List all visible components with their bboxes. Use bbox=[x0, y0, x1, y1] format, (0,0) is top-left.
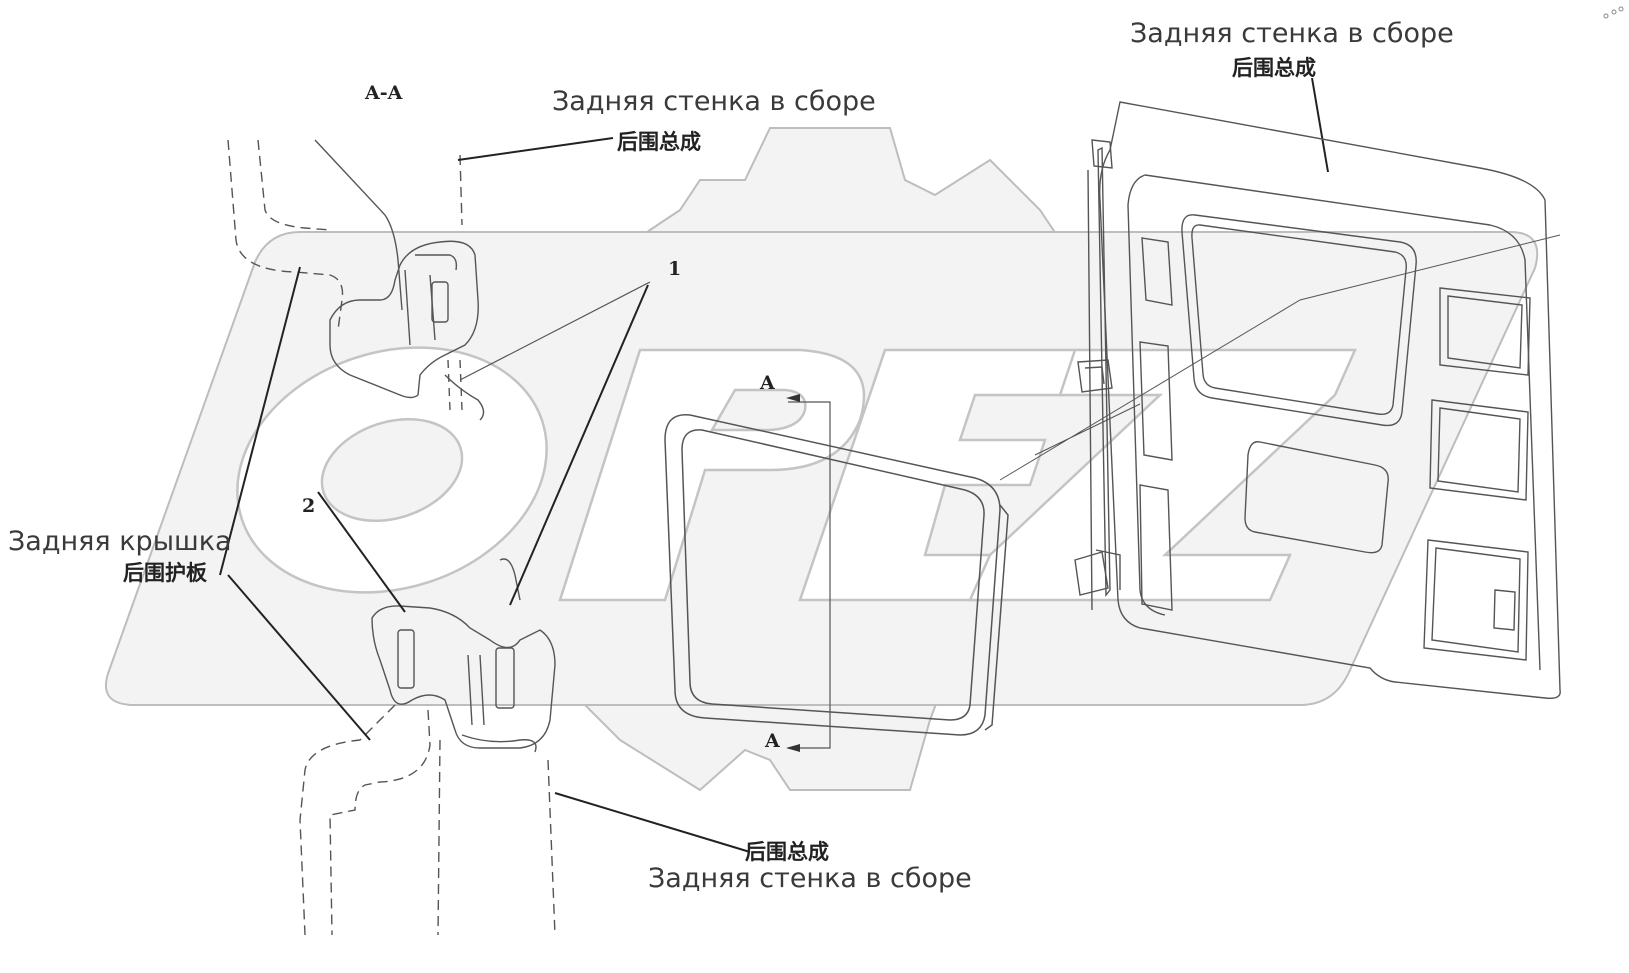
wall-flange bbox=[1087, 146, 1111, 611]
leader-lines bbox=[219, 77, 1329, 853]
upper-diagonal bbox=[314, 139, 403, 311]
corner-mark bbox=[1603, 6, 1624, 19]
column-pocket-1 bbox=[1141, 237, 1173, 306]
lower-clip-inner bbox=[461, 654, 537, 753]
lower-clip bbox=[371, 605, 556, 749]
upper-clip-lip bbox=[444, 374, 485, 421]
upper-right-edge bbox=[459, 154, 463, 226]
lower-outer-profile bbox=[299, 704, 396, 936]
rear-wall-assembly bbox=[999, 101, 1561, 700]
label-left-cn: 后围护板 bbox=[123, 560, 207, 585]
leader-top-right bbox=[1311, 77, 1329, 173]
label-left-ru: Задняя крышка bbox=[8, 526, 232, 557]
corner-dot-2 bbox=[1611, 9, 1617, 15]
leader-2 bbox=[317, 491, 406, 613]
latch-bottom bbox=[1074, 549, 1121, 596]
rear-window-inner bbox=[1191, 224, 1407, 415]
column-pocket-3 bbox=[1139, 484, 1173, 611]
side-pocket-2 bbox=[1429, 399, 1529, 501]
watermark-letter-z bbox=[968, 348, 1357, 602]
corner-dot-3 bbox=[1618, 6, 1624, 12]
side-pocket-1 bbox=[1439, 287, 1531, 376]
panel-outer bbox=[664, 413, 1001, 736]
latch-middle bbox=[1077, 359, 1113, 393]
lower-clip-slot-right bbox=[495, 647, 515, 709]
upper-outer-profile bbox=[227, 139, 344, 331]
leader-left-upper bbox=[219, 266, 301, 576]
watermark-letter-o-hole bbox=[320, 417, 464, 523]
corner-dot-1 bbox=[1603, 13, 1609, 19]
upper-inner-profile bbox=[257, 139, 331, 231]
leader-left-lower bbox=[227, 574, 371, 741]
label-bottom-cn: 后围总成 bbox=[745, 839, 829, 864]
section-view-a-a bbox=[227, 139, 556, 936]
lower-inner-profile bbox=[329, 709, 431, 936]
assembly-leader-lines bbox=[999, 234, 1561, 481]
lower-clip-tab bbox=[499, 558, 521, 601]
leader-top-mid bbox=[457, 137, 614, 161]
panel-edge bbox=[984, 504, 1009, 731]
lower-clip-slot-left bbox=[397, 629, 415, 689]
label-top-right-cn: 后围总成 bbox=[1232, 55, 1316, 80]
section-arrow-bottom-label: A bbox=[765, 730, 780, 752]
watermark-letters bbox=[236, 346, 1357, 602]
label-top-mid-cn: 后围总成 bbox=[617, 129, 701, 154]
upper-clip bbox=[329, 240, 479, 399]
wall-inner bbox=[1127, 174, 1541, 671]
section-arrow-bottom bbox=[786, 744, 800, 752]
rear-window bbox=[1181, 214, 1417, 427]
wall-outer bbox=[1099, 101, 1561, 700]
callout-1: 1 bbox=[668, 258, 682, 280]
lower-right-profile bbox=[437, 739, 556, 936]
label-top-mid-ru: Задняя стенка в сборе bbox=[552, 86, 876, 117]
section-cut-line bbox=[788, 401, 831, 749]
section-arrow-top bbox=[786, 394, 800, 402]
label-top-right-ru: Задняя стенка в сборе bbox=[1130, 18, 1454, 49]
leader-bottom bbox=[554, 792, 751, 853]
panel-inner bbox=[681, 429, 985, 721]
side-pocket-3 bbox=[1423, 539, 1529, 661]
latch-top bbox=[1091, 139, 1113, 169]
rear-cover-panel bbox=[664, 394, 1009, 752]
callout-2: 2 bbox=[302, 495, 316, 517]
leader-1-right bbox=[509, 284, 649, 606]
label-bottom-ru: Задняя стенка в сборе bbox=[648, 863, 972, 894]
wall-recess bbox=[1244, 441, 1389, 554]
section-arrow-top-label: A bbox=[760, 372, 775, 394]
leader-1-left bbox=[459, 281, 651, 381]
upper-clip-slot bbox=[431, 281, 449, 323]
section-label: A-A bbox=[365, 82, 403, 104]
column-pocket-2 bbox=[1139, 341, 1173, 461]
door-handle bbox=[1493, 589, 1516, 631]
